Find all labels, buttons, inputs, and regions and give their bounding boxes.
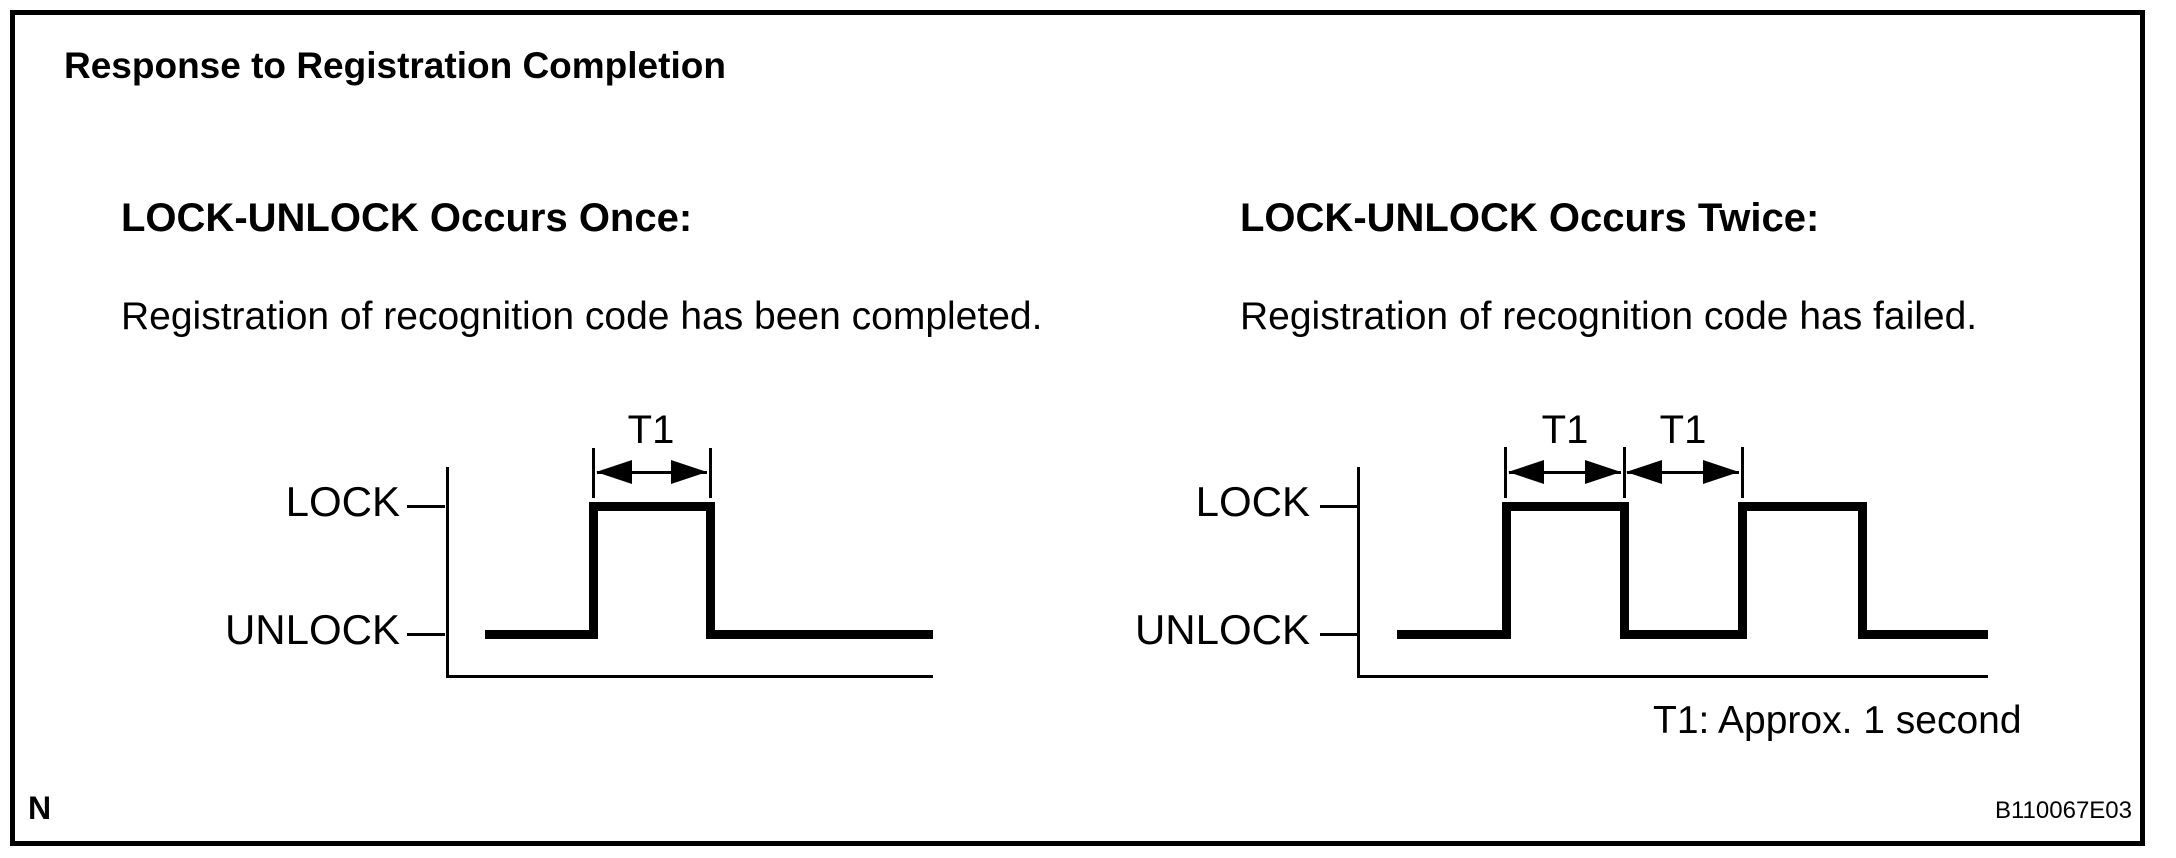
page-marker: N [28, 790, 52, 826]
right-dim-tick-2 [1623, 447, 1626, 498]
right-unlock-tick [1320, 633, 1358, 636]
left-x-axis [446, 675, 933, 678]
left-wave-unlock-1 [485, 630, 598, 639]
left-t1-label: T1 [627, 408, 675, 452]
left-wave-unlock-2 [706, 630, 933, 639]
right-wave-fall-1 [1620, 502, 1629, 639]
left-dim-tick-start [592, 448, 595, 498]
right-wave-unlock-3 [1858, 630, 1988, 639]
right-dim-tick-3 [1741, 447, 1744, 498]
left-wave-rise [589, 502, 598, 639]
left-lock-label: LOCK [285, 478, 400, 525]
right-section-heading: LOCK-UNLOCK Occurs Twice: [1240, 196, 1820, 240]
right-wave-unlock-2 [1620, 630, 1747, 639]
figure-border [10, 10, 2145, 846]
right-dim-tick-1 [1504, 447, 1507, 498]
left-wave-lock-top [589, 502, 715, 511]
left-unlock-tick [407, 633, 445, 636]
right-wave-unlock-1 [1397, 630, 1511, 639]
right-wave-lock-top-1 [1502, 502, 1629, 511]
left-section-description: Registration of recognition code has bee… [121, 295, 1043, 338]
right-arrowhead-1-left-icon [1508, 460, 1544, 484]
right-t1-label-1: T1 [1541, 408, 1589, 452]
right-y-axis [1357, 467, 1360, 678]
right-unlock-label: UNLOCK [1134, 606, 1310, 653]
figure-code: B110067E03 [1994, 797, 2132, 824]
right-lock-tick [1320, 505, 1358, 508]
right-wave-rise-2 [1738, 502, 1747, 639]
right-t1-label-2: T1 [1659, 408, 1707, 452]
right-wave-lock-top-2 [1738, 502, 1867, 511]
right-lock-label: LOCK [1195, 478, 1310, 525]
right-wave-rise-1 [1502, 502, 1511, 639]
figure-title: Response to Registration Completion [64, 45, 726, 86]
left-section-heading: LOCK-UNLOCK Occurs Once: [121, 196, 693, 240]
left-dim-tick-end [709, 448, 712, 498]
left-wave-fall [706, 502, 715, 639]
t1-definition-note: T1: Approx. 1 second [1653, 699, 2022, 742]
right-arrowhead-1-right-icon [1585, 460, 1621, 484]
left-arrowhead-left-icon [596, 460, 632, 484]
right-section-description: Registration of recognition code has fai… [1240, 295, 1978, 338]
right-arrowhead-2-left-icon [1626, 460, 1662, 484]
right-x-axis [1357, 675, 1988, 678]
right-wave-fall-2 [1858, 502, 1867, 639]
left-y-axis [446, 467, 449, 678]
left-unlock-label: UNLOCK [224, 606, 400, 653]
right-dim-arrow-shaft-1 [1509, 471, 1621, 474]
left-dim-arrow-shaft [597, 471, 707, 474]
left-lock-tick [407, 505, 445, 508]
left-arrowhead-right-icon [671, 460, 707, 484]
right-dim-arrow-shaft-2 [1627, 471, 1739, 474]
right-arrowhead-2-right-icon [1703, 460, 1739, 484]
